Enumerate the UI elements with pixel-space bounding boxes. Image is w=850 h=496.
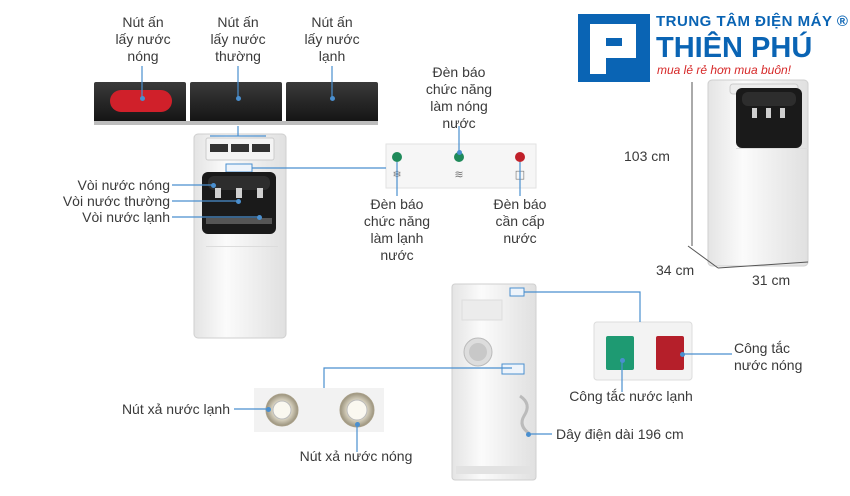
label-text: Công tắc nước nóng: [734, 340, 803, 373]
leader-dot: [330, 96, 335, 101]
label-text: Đèn báo cần cấp nước: [493, 196, 547, 246]
label-cold-tap: Vòi nước lạnh: [82, 209, 170, 225]
brand-line1: TRUNG TÂM ĐIỆN MÁY ®: [656, 13, 849, 30]
leader-dot: [257, 215, 262, 220]
leader-dot: [266, 407, 271, 412]
leader-dot: [236, 199, 241, 204]
dispense-buttons-panel: [94, 82, 378, 125]
label-cool-indicator: Đèn báo chức năng làm lạnh nước: [350, 196, 444, 264]
label-text: Nút ấn lấy nước lạnh: [304, 14, 360, 64]
power-switch-detail: [593, 321, 693, 381]
label-power-cord: Dây điện dài 196 cm: [556, 426, 684, 442]
label-text: Đèn báo chức năng làm lạnh nước: [363, 196, 431, 263]
leader-dot: [236, 96, 241, 101]
dispenser-front-view: [193, 133, 287, 339]
leader-dot: [526, 432, 531, 437]
label-cold-button: Nút ấn lấy nước lạnh: [290, 14, 374, 65]
label-cold-drain: Nút xả nước lạnh: [121, 401, 230, 417]
brand-slogan: mua lẻ rẻ hơn mua buôn!: [657, 63, 791, 77]
label-normal-tap: Vòi nước thường: [62, 193, 170, 209]
label-text: Nút ấn lấy nước thường: [210, 14, 266, 64]
leader-dot: [355, 422, 360, 427]
label-text: Đèn báo chức năng làm nóng nước: [425, 64, 493, 131]
label-heat-indicator: Đèn báo chức năng làm nóng nước: [414, 64, 504, 132]
leader-lines: [141, 66, 732, 452]
label-hot-button: Nút ấn lấy nước nóng: [102, 14, 184, 65]
label-hot-drain: Nút xả nước nóng: [299, 448, 413, 464]
label-normal-button: Nút ấn lấy nước thường: [196, 14, 280, 65]
leader-dot: [457, 150, 462, 155]
svg-text:≋: ≋: [454, 168, 463, 181]
brand-logo-mark: [578, 14, 650, 82]
label-hot-switch: Công tắc nước nóng: [734, 340, 834, 374]
label-text: Nút ấn lấy nước nóng: [115, 14, 171, 64]
label-emergency-indicator: Đèn báo cần cấp nước: [478, 196, 562, 247]
leader-dot: [680, 352, 685, 357]
dimension-depth: 34 cm: [656, 262, 695, 278]
label-hot-tap: Vòi nước nóng: [77, 177, 171, 193]
dimension-width: 31 cm: [752, 272, 791, 288]
leader-dot: [620, 358, 625, 363]
drain-knobs-detail: [254, 388, 384, 432]
dimension-height: 103 cm: [624, 148, 670, 164]
dimension-side-view: [687, 79, 809, 269]
brand-name: THIÊN PHÚ: [656, 32, 813, 64]
dispenser-back-view: [451, 283, 537, 481]
leader-dot: [211, 183, 216, 188]
label-cold-switch: Công tắc nước lạnh: [569, 388, 693, 404]
leader-dot: [140, 96, 145, 101]
